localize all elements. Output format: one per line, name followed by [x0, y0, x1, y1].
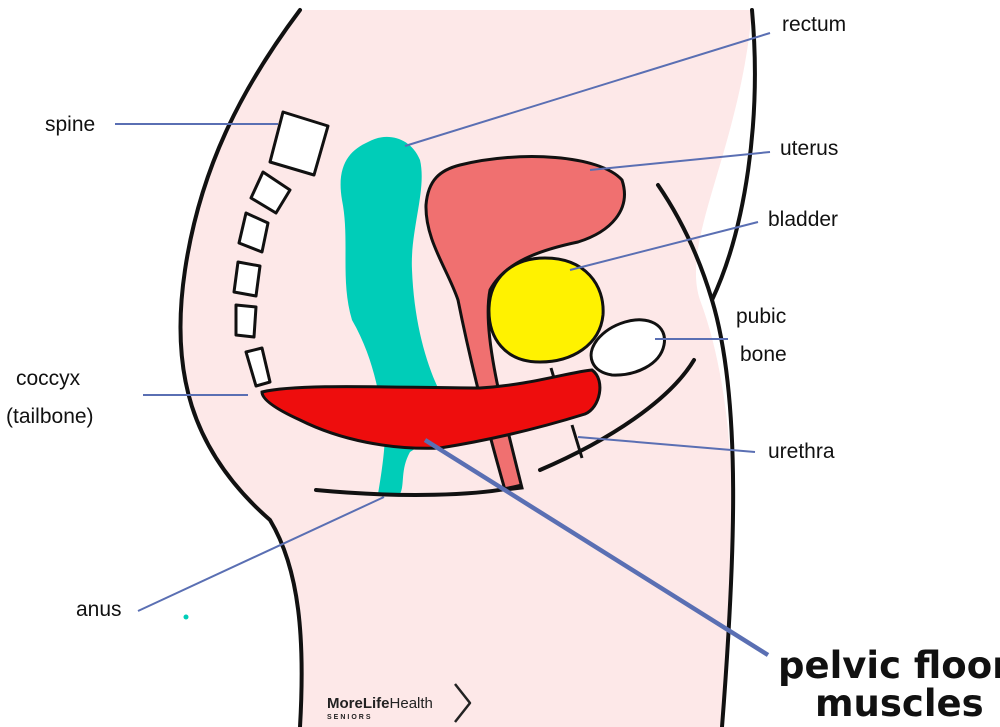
logo-subtitle: SENIORS — [327, 714, 373, 721]
logo-more: More — [327, 695, 363, 712]
label-anus: anus — [76, 598, 122, 621]
label-pubic-line1: pubic — [736, 305, 786, 328]
label-uterus: uterus — [780, 137, 838, 160]
leader-urethra — [577, 436, 756, 453]
logo-life: Life — [363, 695, 390, 712]
leader-rectum — [404, 32, 771, 147]
belly-inner-outline — [656, 183, 714, 302]
chevron-right-icon — [454, 683, 472, 723]
teal-dot — [183, 614, 189, 620]
bladder-organ — [487, 256, 605, 364]
vertebra — [249, 170, 292, 215]
brand-logo: MoreLifeHealth SENIORS — [327, 683, 472, 723]
leader-bladder — [569, 221, 759, 271]
uterus-organ — [424, 155, 626, 492]
pelvic-floor-curve-upper — [538, 358, 696, 472]
label-coccyx-line1: coccyx — [16, 367, 81, 390]
leader-pelvic-floor — [423, 438, 770, 657]
label-rectum: rectum — [782, 13, 846, 36]
vertebra — [244, 346, 272, 388]
label-spine: spine — [45, 113, 95, 136]
leader-anus — [137, 496, 385, 612]
label-pelvic-floor-line2: muscles — [815, 682, 984, 725]
vertebra — [234, 303, 258, 339]
label-bladder: bladder — [768, 208, 838, 231]
leader-lines — [115, 32, 771, 657]
leader-uterus — [589, 151, 771, 171]
label-pubic-line2: bone — [740, 343, 787, 366]
pubic-bone-organ — [589, 318, 666, 377]
back-outline — [178, 8, 304, 727]
pelvic-floor-muscle — [260, 368, 602, 450]
vertebra — [237, 211, 270, 254]
label-pelvic-floor-line1: pelvic floor — [778, 644, 1000, 687]
vertebra — [232, 260, 262, 298]
label-urethra: urethra — [768, 440, 835, 463]
front-outline — [709, 8, 757, 727]
label-coccyx-line2: (tailbone) — [6, 405, 94, 428]
spine-vertebrae — [232, 110, 330, 388]
vertebra — [268, 110, 330, 177]
logo-health: Health — [390, 695, 433, 712]
logo-wordmark: MoreLifeHealth — [327, 695, 433, 712]
